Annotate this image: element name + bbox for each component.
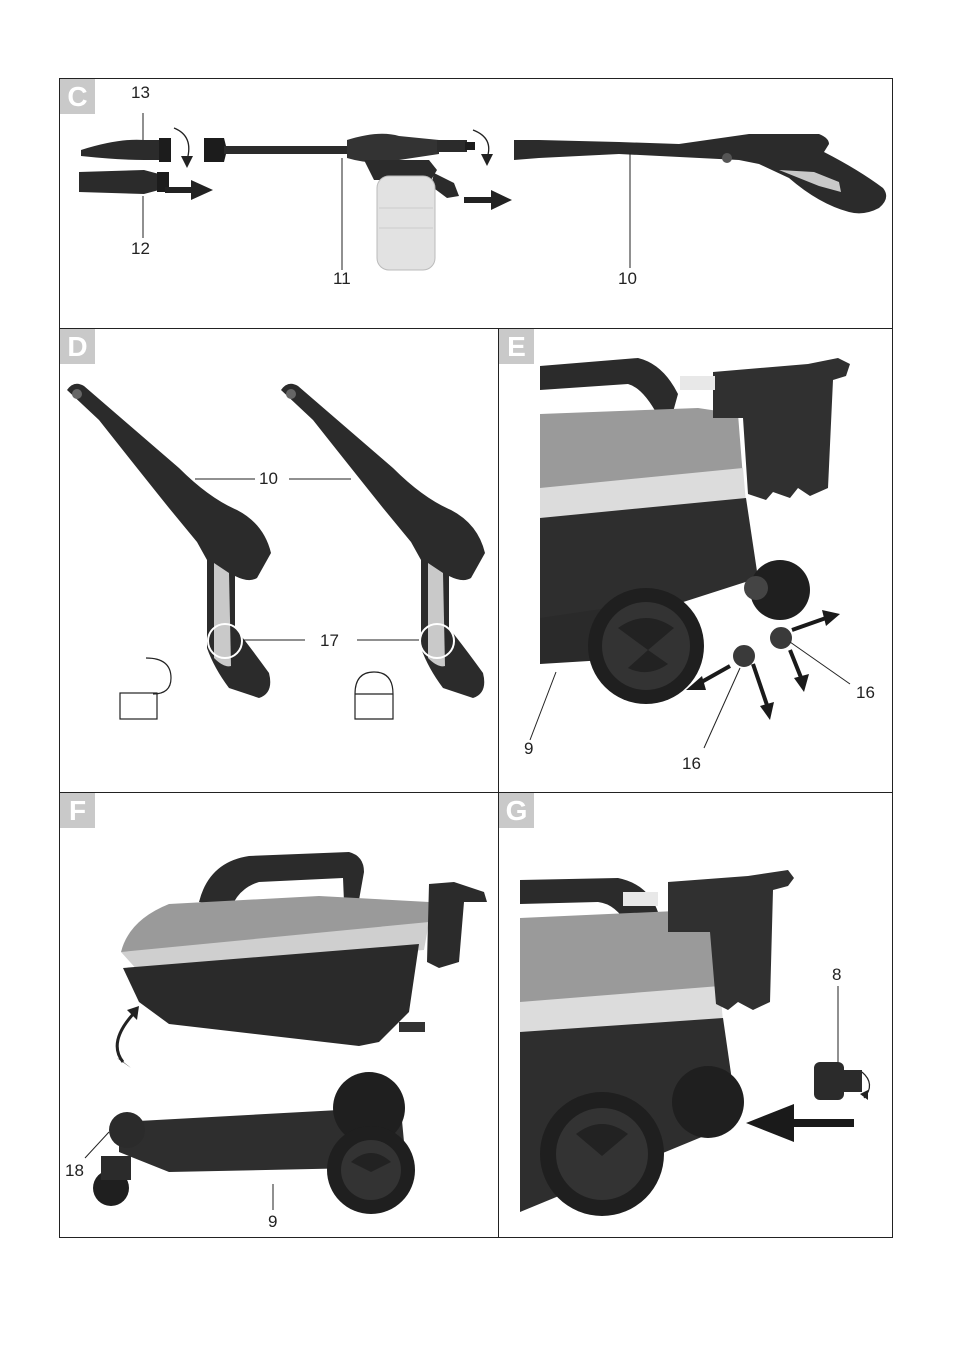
lance-11-icon (204, 134, 475, 163)
label-10-d: 10 (259, 469, 278, 489)
foam-bottle-icon (364, 160, 459, 270)
panel-d-illustration (59, 328, 498, 792)
label-17: 17 (320, 631, 339, 651)
label-13: 13 (131, 83, 150, 103)
label-12: 12 (131, 239, 150, 259)
wheel-icon-g (540, 1092, 664, 1216)
label-16-right: 16 (856, 683, 875, 703)
trolley-base-9-icon (93, 1072, 415, 1214)
label-11: 11 (333, 269, 351, 289)
release-button-16b (769, 626, 793, 650)
wheel-icon (588, 588, 704, 704)
label-16-lower: 16 (682, 754, 701, 774)
pressure-washer-icon (121, 852, 487, 1046)
panel-g-illustration (498, 792, 893, 1238)
label-9-f: 9 (268, 1212, 277, 1232)
rotate-arrow-icon (174, 128, 189, 160)
spray-gun-10-icon (514, 134, 886, 213)
panel-f-illustration (59, 792, 498, 1238)
label-9-e: 9 (524, 739, 533, 759)
nozzle-12-icon (79, 170, 169, 194)
locked-padlock-icon (355, 672, 393, 719)
hose-connector-8-icon (814, 1062, 870, 1100)
unlocked-padlock-icon (120, 658, 171, 719)
spray-gun-right-icon (281, 384, 485, 698)
label-8: 8 (832, 965, 841, 985)
spray-gun-left-icon (67, 384, 271, 698)
label-18: 18 (65, 1161, 84, 1181)
nozzle-13-icon (81, 138, 171, 162)
panel-e-illustration (498, 328, 893, 792)
panel-c-illustration (59, 78, 893, 328)
label-10-c: 10 (618, 269, 637, 289)
